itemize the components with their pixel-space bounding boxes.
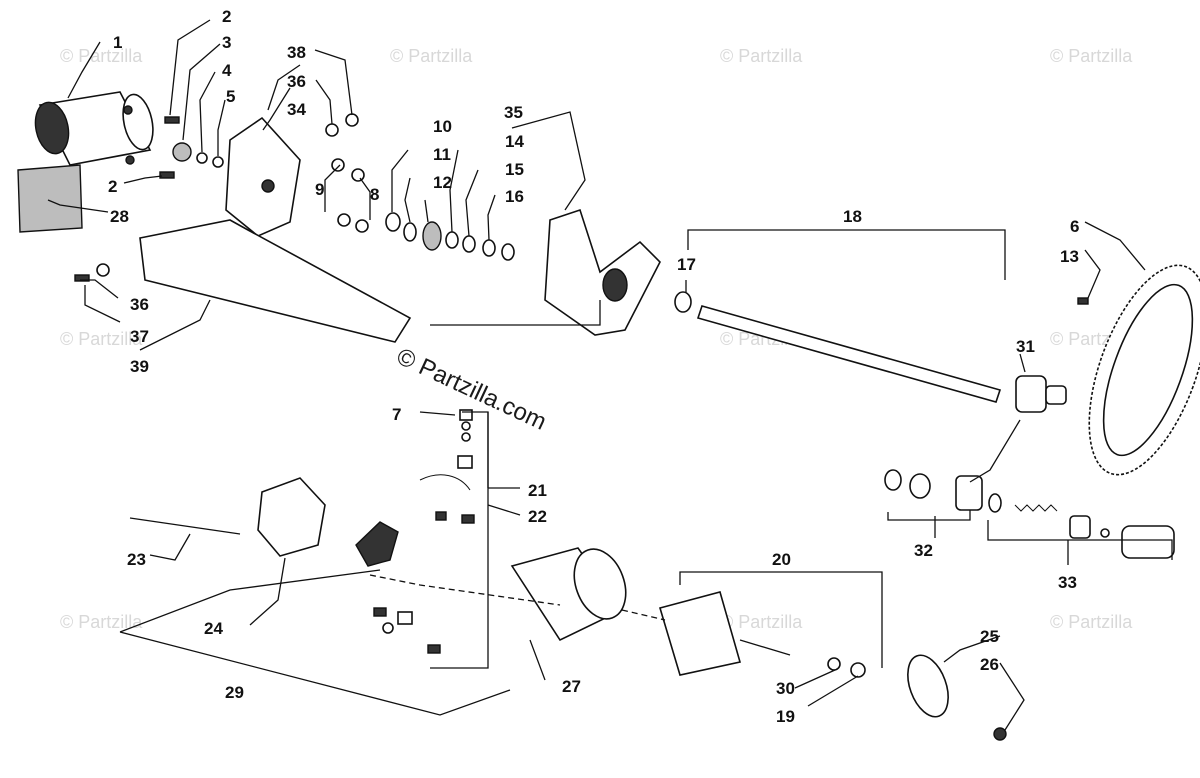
callout-33: 33 [1058,573,1077,592]
clutch-parts [884,469,983,511]
callout-2: 2 [222,7,231,26]
callout-16: 16 [505,187,524,206]
ring-gear [1088,264,1200,476]
armature [658,591,791,676]
callout-30: 30 [776,679,795,698]
callout-7: 7 [392,405,401,424]
callout-11: 11 [433,145,451,164]
callout-32: 32 [914,541,933,560]
callout-36: 36 [287,72,306,91]
starter-motor [34,91,154,166]
washer [850,662,866,678]
callout-2: 2 [108,177,117,196]
fastener-group [159,116,224,179]
bushing [674,291,692,313]
ring-gear-bolt [1077,297,1089,305]
watermark: © Partzilla [60,46,143,66]
pinion-gear [1015,375,1067,413]
nut-group [74,113,369,282]
callout-18: 18 [843,207,862,226]
watermark: © Partzilla [390,46,473,66]
watermark: © Partzilla [720,46,803,66]
commutator-end-cap [257,477,326,557]
callout-27: 27 [562,677,581,696]
callout-labels: 1 2 3 4 5 2 28 38 36 34 9 8 10 11 12 14 … [108,7,1079,726]
callout-13: 13 [1060,247,1079,266]
callout-12: 12 [433,173,452,192]
leader-lines [47,19,1173,731]
brush-holder [355,521,399,567]
callout-29: 29 [225,683,244,702]
callout-4: 4 [222,61,232,80]
spring-sleeve-parts [988,493,1175,559]
drive-shaft [696,305,1002,403]
washer [827,657,841,671]
callout-20: 20 [772,550,791,569]
mounting-plate [139,219,412,343]
starter-bracket [225,116,301,237]
callout-39: 39 [130,357,149,376]
brush-group-lower [373,607,441,654]
callout-24: 24 [204,619,223,638]
watermark: © Partzilla [720,612,803,632]
callout-1: 1 [113,33,122,52]
callout-9: 9 [315,180,324,199]
callout-25: 25 [980,627,999,646]
callout-22: 22 [528,507,547,526]
support-bracket [544,208,661,336]
end-plate-nut [993,727,1007,741]
callout-38: 38 [287,43,306,62]
callout-8: 8 [370,185,379,204]
insulation-sleeve [17,164,83,233]
drive-end-plate [907,654,949,718]
callout-21: 21 [528,481,547,500]
watermark: © Partzilla [1050,612,1133,632]
watermark-layer: © Partzilla © Partzilla © Partzilla © Pa… [60,46,1133,632]
callout-17: 17 [677,255,696,274]
partzilla-watermark: © Partzilla.com [392,343,550,436]
callout-37: 37 [130,327,149,346]
callout-3: 3 [222,33,231,52]
callout-14: 14 [505,132,524,151]
watermark: © Partzilla [1050,46,1133,66]
washer-gear-group [385,212,515,261]
callout-35: 35 [504,103,523,122]
callout-34: 34 [287,100,306,119]
callout-10: 10 [433,117,452,136]
callout-36: 36 [130,295,149,314]
callout-31: 31 [1016,337,1035,356]
callout-6: 6 [1070,217,1079,236]
brush-terminal-group [419,409,475,524]
callout-19: 19 [776,707,795,726]
through-bolt [129,517,241,535]
callout-26: 26 [980,655,999,674]
watermark: © Partzilla [60,612,143,632]
callout-28: 28 [110,207,129,226]
callout-15: 15 [505,160,524,179]
callout-5: 5 [226,87,235,106]
callout-23: 23 [127,550,146,569]
watermark: © Partzilla [60,329,143,349]
